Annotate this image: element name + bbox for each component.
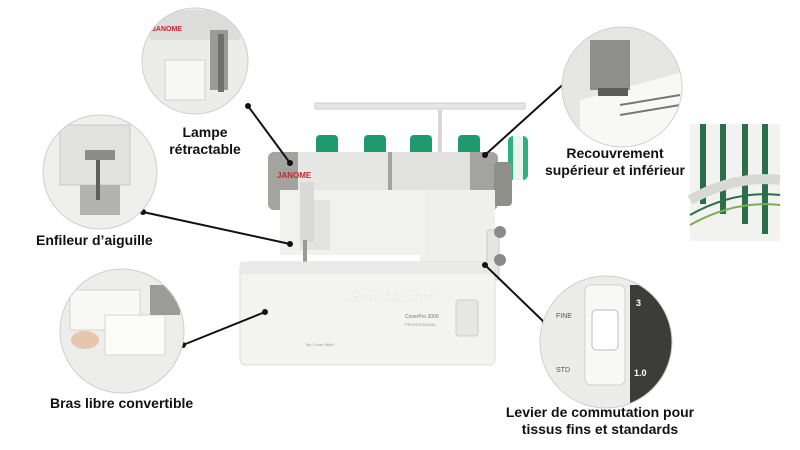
brand-logo: JANOME xyxy=(277,171,312,180)
switch-number-bottom: 1.0 xyxy=(634,368,647,378)
machine-caption: Top Cover Stitch xyxy=(305,342,334,347)
label-lampe-retractable: Lampe rétractable xyxy=(150,124,260,158)
label-bras-line1: Bras libre convertible xyxy=(50,395,194,411)
label-recouvrement: Recouvrement supérieur et inférieur xyxy=(520,145,710,179)
leader-dot xyxy=(482,152,488,158)
thread-spools xyxy=(316,135,528,180)
label-levier-commutation: Levier de commutation pour tissus fins e… xyxy=(470,404,730,438)
label-enfileur-line1: Enfileur d’aiguille xyxy=(36,232,153,248)
label-levier-line1: Levier de commutation pour xyxy=(505,404,695,420)
switch-fine-label: FINE xyxy=(556,313,572,320)
leader-lines xyxy=(142,79,569,346)
label-enfileur-aiguille: Enfileur d’aiguille xyxy=(36,232,153,249)
detail-coverstitch-circle xyxy=(561,26,683,148)
leader-dot xyxy=(245,103,251,109)
leader-dot xyxy=(262,309,268,315)
detail-switch-circle: FINE STD 3 1.0 xyxy=(539,275,673,409)
detail-freearm-circle xyxy=(59,268,185,394)
watermark: Sew Master xyxy=(350,290,436,306)
label-lampe-line2: rétractable xyxy=(169,141,241,157)
model-sub-label: PROFESSIONAL xyxy=(405,322,437,327)
label-levier-line2: tissus fins et standards xyxy=(521,421,679,437)
leader-dot xyxy=(482,262,488,268)
label-bras-libre: Bras libre convertible xyxy=(50,395,193,412)
lamp-brand-logo: JANOME xyxy=(152,26,182,33)
leader-dot xyxy=(287,241,293,247)
sewing-machine: JANOME CoverPro 3000 PROFESSIONAL Top Co… xyxy=(239,102,528,366)
model-label: CoverPro 3000 xyxy=(405,314,439,320)
label-recouvrement-line2: supérieur et inférieur xyxy=(544,162,686,178)
detail-lamp-circle: JANOME xyxy=(141,7,249,115)
leader-dot xyxy=(287,160,293,166)
label-lampe-line1: Lampe xyxy=(182,124,228,140)
switch-std-label: STD xyxy=(556,367,570,374)
fabric-swatch-image xyxy=(687,124,781,241)
label-recouvrement-line1: Recouvrement xyxy=(566,145,664,161)
switch-number-top: 3 xyxy=(636,298,641,308)
detail-threader-circle xyxy=(42,114,158,230)
